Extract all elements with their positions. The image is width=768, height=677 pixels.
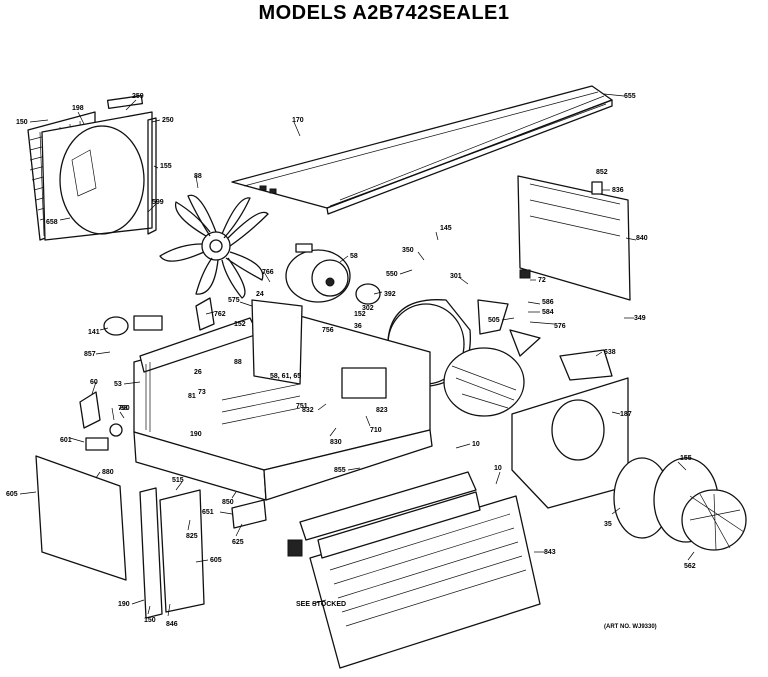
callout-label: 152 <box>234 321 246 328</box>
callout-label: 840 <box>636 235 648 242</box>
callout-label: 575 <box>228 297 240 304</box>
condenser-fan-blade <box>159 194 269 299</box>
callout-label: 846 <box>166 621 178 628</box>
callout-label: 852 <box>596 169 608 176</box>
control-parts <box>79 297 215 451</box>
diagram-title: MODELS A2B742SEALE1 <box>258 2 510 24</box>
callout-label: 830 <box>330 439 342 446</box>
callout-label: 823 <box>376 407 388 414</box>
callout-label: 26 <box>194 369 202 376</box>
callout-label: 756 <box>322 327 334 334</box>
callout-label: 843 <box>544 549 556 556</box>
callout-label: 155 <box>160 163 172 170</box>
callout-label: 72 <box>538 277 546 284</box>
callout-label: 751 <box>296 403 308 410</box>
callout-label: 58 <box>350 253 358 260</box>
callout-label: 145 <box>440 225 452 232</box>
callout-label: 825 <box>186 533 198 540</box>
callout-label: 605 <box>210 557 222 564</box>
callout-label: 855 <box>334 467 346 474</box>
callout-label: 301 <box>450 273 462 280</box>
top-cover-panel <box>231 85 613 215</box>
callout-label: 766 <box>262 269 274 276</box>
callout-label: 60 <box>90 379 98 386</box>
callout-label: 515 <box>172 477 184 484</box>
rear-partition-panel <box>517 175 631 301</box>
callout-label: 562 <box>684 563 696 570</box>
callout-label: 658 <box>46 219 58 226</box>
callout-label: 10 <box>494 465 502 472</box>
callout-label: 35 <box>604 521 612 528</box>
callout-label: SEE STOCKED <box>296 601 346 608</box>
callout-label: 150 <box>144 617 156 624</box>
callout-label: 762 <box>214 311 226 318</box>
callout-label: 625 <box>232 539 244 546</box>
callout-label: 550 <box>386 271 398 278</box>
callout-label: 505 <box>488 317 500 324</box>
blower-housing <box>511 349 747 551</box>
callout-label: 36 <box>354 323 362 330</box>
callout-label: 88 <box>194 173 202 180</box>
callout-label: 836 <box>612 187 624 194</box>
front-grille <box>35 455 541 669</box>
callout-label: 586 <box>542 299 554 306</box>
art-number: (ART NO. WJ9330) <box>604 624 657 630</box>
callout-label: 392 <box>384 291 396 298</box>
callout-label: 349 <box>634 315 646 322</box>
base-pan <box>133 299 433 501</box>
callout-label: 605 <box>6 491 18 498</box>
callout-label: 601 <box>60 437 72 444</box>
callouts: 150 198 259 250 655 658 155 88 170 599 8… <box>6 93 696 628</box>
callout-label: 250 <box>162 117 174 124</box>
callout-label: 155 <box>680 455 692 462</box>
callout-label: 651 <box>202 509 214 516</box>
callout-label: 73 <box>198 389 206 396</box>
callout-label: 190 <box>190 431 202 438</box>
callout-label: 350 <box>402 247 414 254</box>
callout-label: 53 <box>114 381 122 388</box>
callout-label: 58, 61, 65 <box>270 373 301 380</box>
callout-label: 880 <box>102 469 114 476</box>
callout-label: 88 <box>120 405 128 412</box>
callout-label: 599 <box>152 199 164 206</box>
callout-label: 24 <box>256 291 264 298</box>
callout-label: 710 <box>370 427 382 434</box>
callout-label: 655 <box>624 93 636 100</box>
callout-label: 850 <box>222 499 234 506</box>
callout-label: 141 <box>88 329 100 336</box>
callout-label: 638 <box>604 349 616 356</box>
callout-label: 857 <box>84 351 96 358</box>
callout-label: 832 <box>302 407 314 414</box>
callout-label: 81 <box>188 393 196 400</box>
callout-label: 259 <box>132 93 144 100</box>
callout-label: 170 <box>292 117 304 124</box>
grille-frame <box>27 95 157 241</box>
callout-label: 790 <box>118 405 130 412</box>
callout-label: 198 <box>72 105 84 112</box>
callout-label: 150 <box>16 119 28 126</box>
callout-label: 576 <box>554 323 566 330</box>
callout-label: 302 <box>362 305 374 312</box>
callout-label: 152 <box>354 311 366 318</box>
fan-motor <box>285 243 381 305</box>
callout-label: 88 <box>234 359 242 366</box>
callout-label: 187 <box>620 411 632 418</box>
callout-label: 10 <box>472 441 480 448</box>
callout-label: 584 <box>542 309 554 316</box>
callout-label: 190 <box>118 601 130 608</box>
